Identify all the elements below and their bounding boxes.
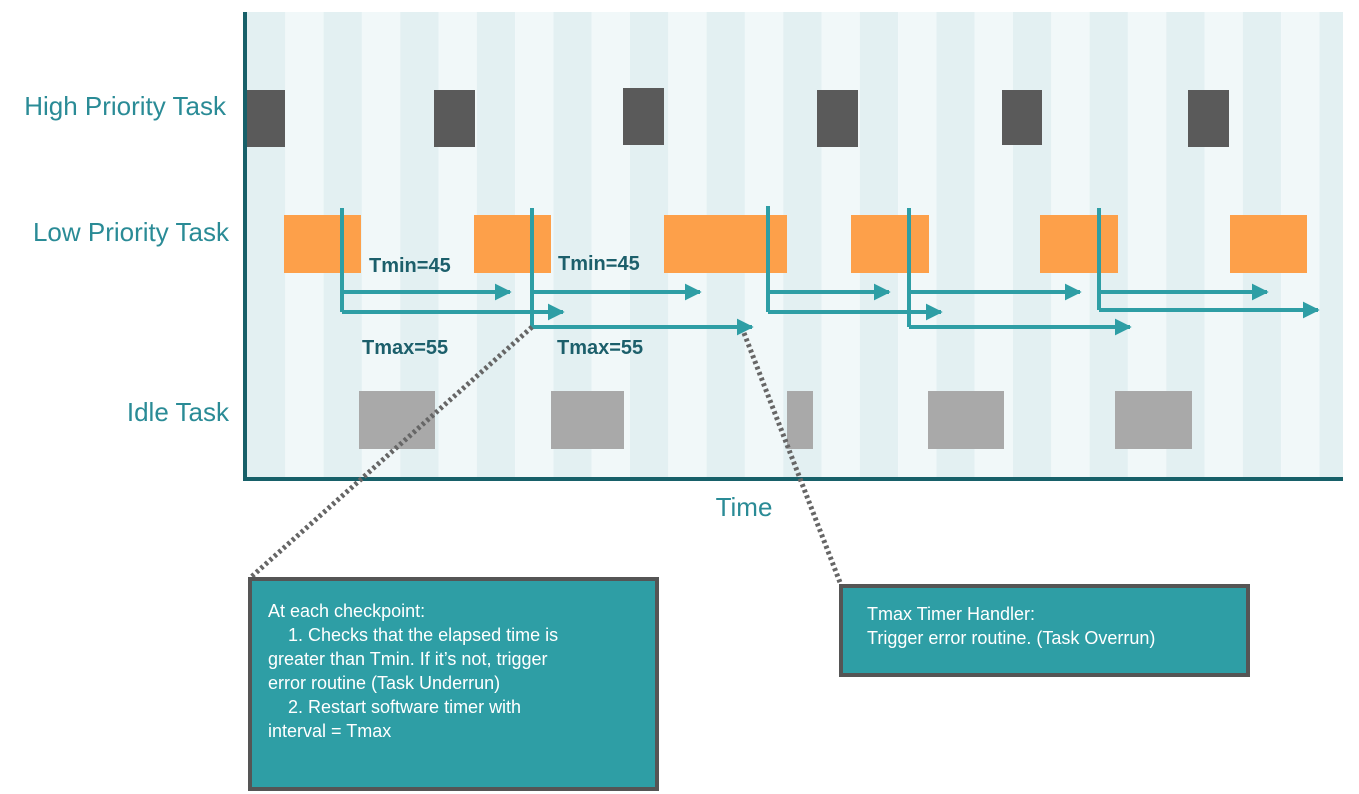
connector-checkpoint xyxy=(248,325,534,580)
time-slot-stripe xyxy=(1319,12,1343,479)
tmax-label: Tmax=55 xyxy=(557,337,643,359)
x-axis-label: Time xyxy=(716,492,773,522)
callout-line: interval = Tmax xyxy=(268,721,392,741)
callout-line: greater than Tmin. If it’s not, trigger xyxy=(268,649,548,669)
low-task-block xyxy=(284,215,361,273)
callout-line: 2. Restart software timer with xyxy=(268,697,522,717)
time-slot-stripe xyxy=(247,12,286,479)
low-task-block xyxy=(851,215,929,273)
row-label-high: High Priority Task xyxy=(24,91,227,121)
callout-line: Trigger error routine. (Task Overrun) xyxy=(867,628,1156,648)
row-label-low: Low Priority Task xyxy=(33,217,230,247)
callout-connectors xyxy=(248,325,844,586)
low-task-block xyxy=(1230,215,1307,273)
idle-task-block xyxy=(928,391,1004,449)
low-task-block xyxy=(474,215,551,273)
idle-task-block xyxy=(551,391,624,449)
tmin-label: Tmin=45 xyxy=(558,253,640,275)
row-label-idle: Idle Task xyxy=(127,397,230,427)
high-task-block xyxy=(434,90,475,147)
time-grid-stripes xyxy=(247,12,1343,479)
timer-handler-callout: Tmax Timer Handler: Trigger error routin… xyxy=(839,584,1250,677)
callout-line: error routine (Task Underrun) xyxy=(268,673,501,693)
time-slot-stripe xyxy=(630,12,669,479)
callout-line: At each checkpoint: xyxy=(268,601,426,621)
callout-line: Tmax Timer Handler: xyxy=(867,604,1036,624)
tmax-label: Tmax=55 xyxy=(362,337,448,359)
high-task-block xyxy=(623,88,664,145)
high-task-block xyxy=(1188,90,1229,147)
idle-blocks xyxy=(359,391,1192,449)
idle-task-block xyxy=(359,391,435,449)
high-priority-blocks xyxy=(245,88,1229,147)
checkpoint-callout: At each checkpoint: 1. Checks that the e… xyxy=(248,577,659,791)
idle-task-block xyxy=(787,391,813,449)
idle-task-block xyxy=(1115,391,1192,449)
high-task-block xyxy=(1002,90,1042,145)
callout-line: 1. Checks that the elapsed time is xyxy=(268,625,559,645)
time-slot-stripe xyxy=(438,12,477,479)
tmin-label: Tmin=45 xyxy=(369,255,451,277)
high-task-block xyxy=(817,90,858,147)
axes xyxy=(243,12,1343,481)
timer-arrows xyxy=(340,206,1320,336)
high-task-block xyxy=(245,90,285,147)
low-task-block xyxy=(1040,215,1118,273)
